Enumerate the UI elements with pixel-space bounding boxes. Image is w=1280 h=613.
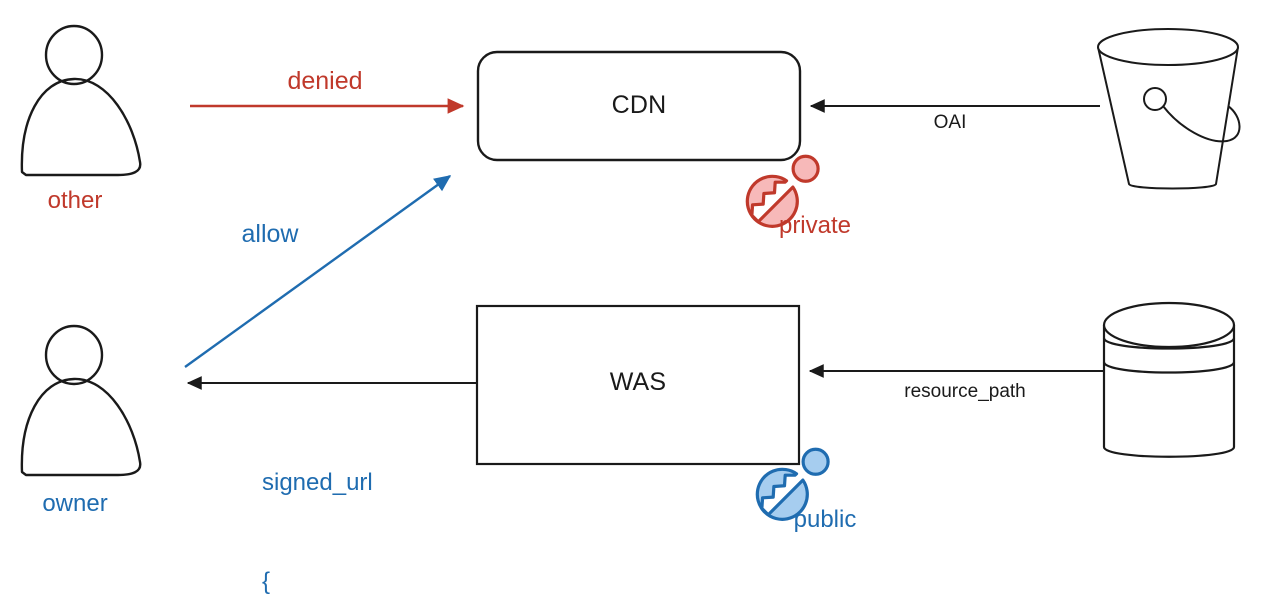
actor-owner-label: owner bbox=[42, 490, 108, 517]
key-public-icon[interactable] bbox=[747, 435, 842, 530]
actor-other-label: other bbox=[47, 187, 103, 214]
key-public-label: public bbox=[793, 506, 857, 533]
node-cdn-box[interactable] bbox=[476, 50, 802, 162]
key-private-label: private bbox=[778, 212, 852, 239]
edge-allow-label: allow bbox=[241, 220, 299, 248]
node-database-icon[interactable] bbox=[1102, 301, 1236, 458]
node-bucket-icon[interactable] bbox=[1097, 28, 1241, 190]
key-private-icon[interactable] bbox=[737, 142, 832, 237]
signed-url-name: signed_url bbox=[262, 469, 373, 496]
signed-url-open-brace: { bbox=[262, 568, 271, 595]
node-cdn-label: CDN bbox=[611, 91, 667, 119]
edge-oai-label: OAI bbox=[933, 112, 967, 133]
node-was-box[interactable] bbox=[475, 304, 801, 466]
signed-url-payload: signed_url { ip_range, expired_at, resou… bbox=[262, 400, 407, 613]
edge-resource-path-label: resource_path bbox=[904, 381, 1026, 402]
edge-denied-label: denied bbox=[287, 67, 363, 95]
node-was-label: WAS bbox=[609, 368, 667, 396]
actor-other-figure bbox=[20, 24, 142, 177]
actor-owner-figure bbox=[20, 324, 142, 477]
edge-allow-arrow bbox=[184, 175, 452, 368]
